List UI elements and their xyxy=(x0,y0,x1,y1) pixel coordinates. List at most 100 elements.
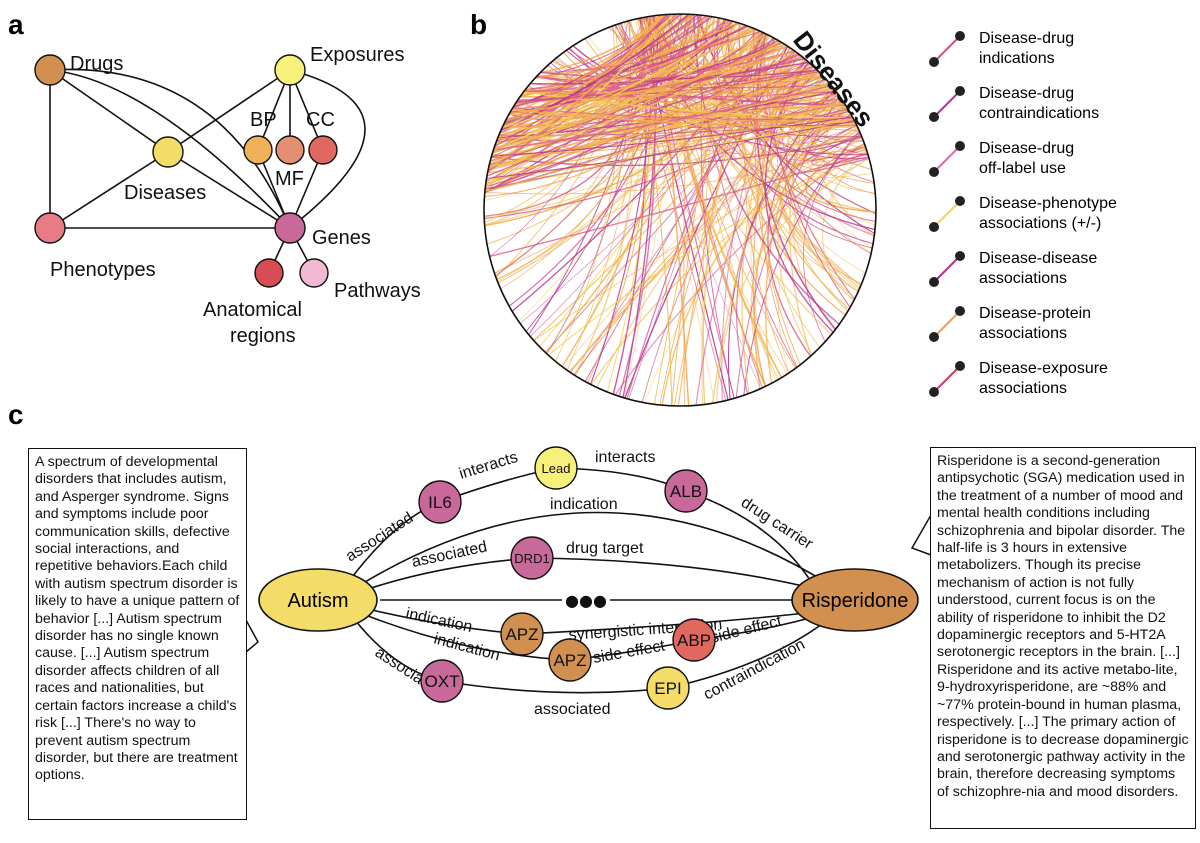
epi-label: EPI xyxy=(654,679,681,698)
apz2-node xyxy=(548,638,592,682)
panel-label-b: b xyxy=(470,9,487,40)
chord-line-161 xyxy=(769,51,859,292)
legend-swatch-dot-2-0 xyxy=(929,167,939,177)
chord-line-226 xyxy=(831,157,873,248)
legend-swatch-dot-4-1 xyxy=(955,251,965,261)
drd1-label: DRD1 xyxy=(514,551,549,566)
legend-swatch-dot-5-1 xyxy=(955,306,965,316)
abp-label: ABP xyxy=(677,631,711,650)
phenotypes-label: Phenotypes xyxy=(50,259,156,281)
edge-label-associated-drd1: associated xyxy=(410,538,488,571)
legend-label-5-line1: Disease-protein xyxy=(979,305,1091,322)
chord-line-187 xyxy=(567,16,649,371)
chord-line-237 xyxy=(698,14,876,213)
legend-label-6-line1: Disease-exposure xyxy=(979,360,1108,377)
apz2-label: APZ xyxy=(553,651,586,670)
chord-band-line-105 xyxy=(508,103,845,117)
legend-label-0-line1: Disease-drug xyxy=(979,30,1074,47)
legend-swatch-line-5 xyxy=(933,310,961,338)
bp-label: BP xyxy=(250,109,277,131)
diseases-label: Diseases xyxy=(124,182,206,204)
autism-description-box: A spectrum of developmental disorders th… xyxy=(28,448,247,820)
apz1-node xyxy=(500,612,544,656)
abp-node xyxy=(672,618,716,662)
legend-label-3-line1: Disease-phenotype xyxy=(979,195,1117,212)
edge-label-drug-carrier: drug carrier xyxy=(738,494,816,553)
exposures-label: Exposures xyxy=(310,44,405,66)
legend-swatch-dot-0-0 xyxy=(929,57,939,67)
legend-label-6-line2: associations xyxy=(979,380,1067,397)
alb-label: ALB xyxy=(670,482,702,501)
mf-label: MF xyxy=(275,168,304,190)
chord-line-240 xyxy=(569,88,835,373)
legend-label-2-line2: off-label use xyxy=(979,160,1066,177)
chord-line-154 xyxy=(489,152,868,258)
risperidone-label: Risperidone xyxy=(802,590,909,612)
risperidone-node: Risperidone xyxy=(791,568,919,632)
legend-swatch-dot-0-1 xyxy=(955,31,965,41)
edge-label-indication-top: indication xyxy=(550,496,618,513)
panel-a-labels: Drugs Exposures BP CC MF Diseases Genes … xyxy=(50,44,421,347)
chord-line-36 xyxy=(753,108,849,387)
legend-swatch-dot-2-1 xyxy=(955,141,965,151)
edge-label-side-effect-1: side effect xyxy=(592,637,667,666)
chord-band-line-119 xyxy=(511,108,858,128)
bp-node xyxy=(243,135,273,165)
chord-line-230 xyxy=(693,14,840,325)
chord-line-233 xyxy=(807,138,873,178)
genes-label: Genes xyxy=(312,227,371,249)
edge-label-contraindication: contraindication xyxy=(701,636,808,704)
legend-swatch-dot-1-0 xyxy=(929,112,939,122)
panel-label-a: a xyxy=(8,9,24,40)
ellipsis-dots: ●●● xyxy=(565,591,607,610)
cc-node xyxy=(308,135,338,165)
anatomical-label-line2: regions xyxy=(230,325,296,347)
legend-swatch-dot-1-1 xyxy=(955,86,965,96)
edge-label-drug-target: drug target xyxy=(566,540,644,557)
chord-line-201 xyxy=(533,137,863,341)
legend-swatch-line-6 xyxy=(933,365,961,393)
legend-swatch-dot-5-0 xyxy=(929,332,939,342)
panel-c-intermediate-labels: Lead IL6 ALB DRD1 APZ APZ ABP OXT EPI ●●… xyxy=(425,461,711,698)
edge-label-associated-il6: associated xyxy=(343,509,416,565)
chord-band-line-103 xyxy=(500,14,690,131)
chord-band-line-85 xyxy=(498,43,785,136)
chord-line-142 xyxy=(547,152,868,356)
chord-band-line-97 xyxy=(502,14,679,128)
chord-line-248 xyxy=(640,17,856,299)
legend-swatch-dot-6-1 xyxy=(955,361,965,371)
panel-a-nodes xyxy=(34,54,338,288)
autism-description-text: A spectrum of developmental disorders th… xyxy=(35,454,240,784)
drugs-node xyxy=(34,54,66,86)
legend-label-1-line2: contraindications xyxy=(979,105,1099,122)
chord-band-line-57 xyxy=(484,52,799,193)
legend-swatch-line-0 xyxy=(933,35,961,63)
lead-node xyxy=(534,446,578,490)
disease-chord-network xyxy=(484,14,876,406)
legend-label-4-line1: Disease-disease xyxy=(979,250,1097,267)
chord-band-line-116 xyxy=(509,50,795,115)
epi-node xyxy=(646,666,690,710)
phenotypes-node xyxy=(34,212,66,244)
chord-line-194 xyxy=(761,49,798,368)
chord-line-158 xyxy=(743,130,860,396)
legend-swatch-line-2 xyxy=(933,145,961,173)
chord-band-line-106 xyxy=(497,107,848,140)
autism-label: Autism xyxy=(287,590,348,612)
edge-label-indication-apz2: indication xyxy=(432,630,502,664)
anatomical-regions-node xyxy=(254,258,284,288)
chord-band-line-111 xyxy=(484,102,845,192)
il6-label: IL6 xyxy=(428,493,452,512)
panel-c-intermediate-nodes xyxy=(418,446,716,710)
chord-band-line-118 xyxy=(493,41,782,151)
legend-swatch-dot-3-0 xyxy=(929,222,939,232)
alb-node xyxy=(664,469,708,513)
chord-line-125 xyxy=(803,133,861,342)
legend-label-3-line2: associations (+/-) xyxy=(979,215,1101,232)
legend-label-4-line2: associations xyxy=(979,270,1067,287)
drd1-node xyxy=(510,536,554,580)
cc-label: CC xyxy=(306,109,335,131)
chord-line-250 xyxy=(716,158,870,403)
oxt-node xyxy=(420,659,464,703)
